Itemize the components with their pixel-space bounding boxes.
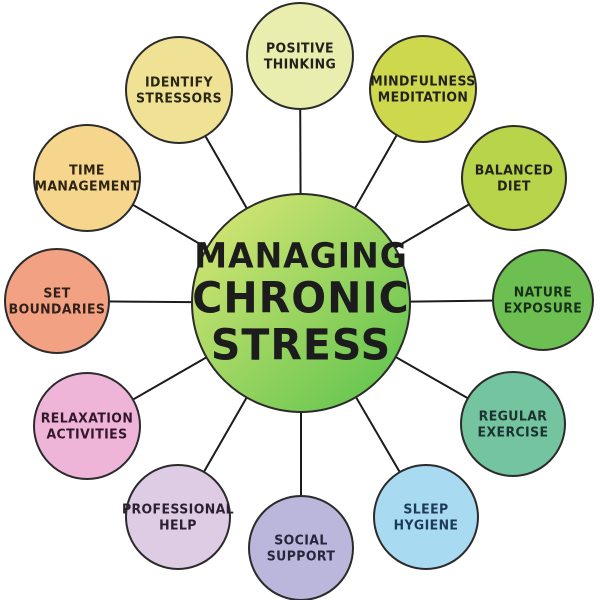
node-label-line: THINKING <box>263 55 337 72</box>
node-label-line: EXPOSURE <box>503 299 583 316</box>
node-label-line: SET <box>43 284 71 301</box>
node-label-line: HELP <box>159 516 197 533</box>
center-label-line: CHRONIC <box>192 272 410 323</box>
node-label-line: BALANCED <box>474 161 554 178</box>
center-node-managing-chronic-stress: MANAGING CHRONIC STRESS <box>191 193 411 413</box>
node-label-line: TIME <box>69 161 105 178</box>
node-label-line: MANAGEMENT <box>34 177 140 194</box>
node-label-line: POSITIVE <box>265 39 335 56</box>
node-label-line: STRESSORS <box>136 89 222 106</box>
center-label-line: MANAGING <box>194 234 408 276</box>
node-label-line: IDENTIFY <box>145 73 213 90</box>
node-label-line: HYGIENE <box>393 516 459 533</box>
node-label-line: REGULAR <box>478 407 548 424</box>
node-label-line: SUPPORT <box>266 547 336 564</box>
node-label-line: EXERCISE <box>477 423 549 440</box>
node-label-line: RELAXATION <box>40 409 134 426</box>
node-label-line: SOCIAL <box>274 531 328 548</box>
node-label-line: SLEEP <box>403 500 449 517</box>
node-label-line: MEDITATION <box>377 88 469 105</box>
node-label-line: MINDFULNESS <box>370 72 476 89</box>
node-label-line: ACTIVITIES <box>46 425 128 442</box>
node-label-line: BOUNDARIES <box>8 300 106 317</box>
node-label-line: DIET <box>497 177 531 194</box>
center-label-line: STRESS <box>210 319 392 371</box>
node-label-line: PROFESSIONAL <box>121 500 235 517</box>
node-label-line: NATURE <box>513 283 573 300</box>
